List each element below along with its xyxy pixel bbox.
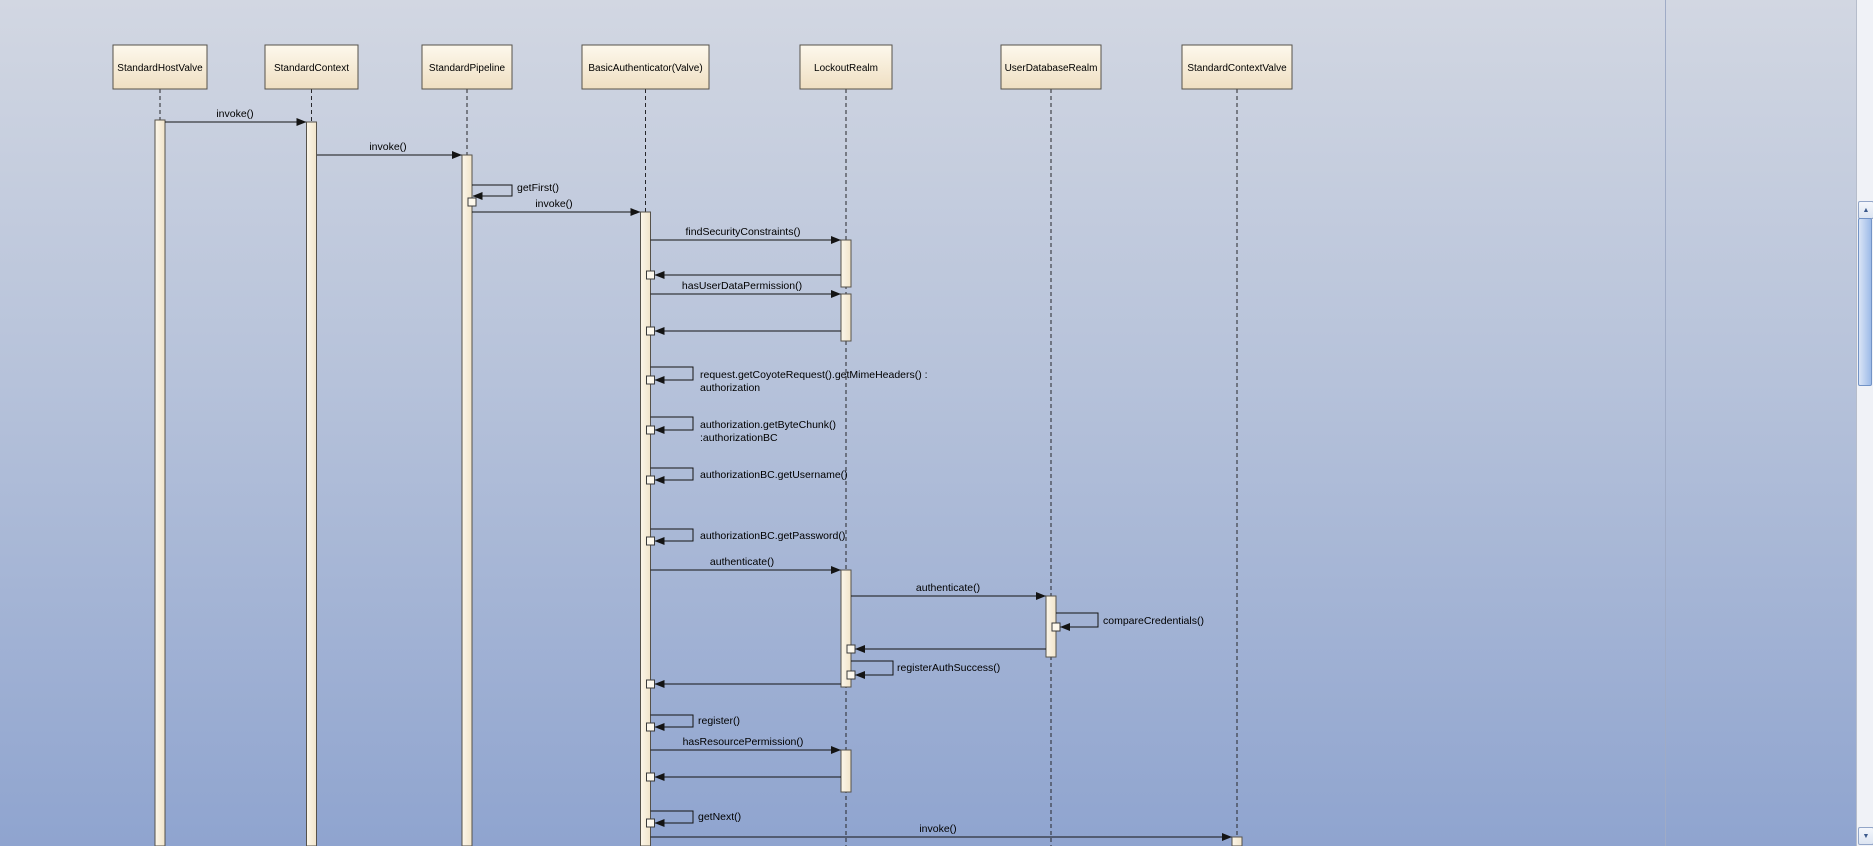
return-marker	[846, 644, 856, 654]
message-label: invoke()	[216, 108, 253, 120]
activation-bar	[840, 239, 852, 288]
self-message-arrow	[650, 366, 694, 384]
message-label: authenticate()	[916, 582, 980, 594]
return-marker	[646, 475, 655, 485]
message-label: authenticate()	[710, 556, 774, 568]
participant-standardhostvalve[interactable]	[112, 44, 208, 90]
participant-standardcontext[interactable]	[264, 44, 359, 90]
return-marker	[646, 772, 655, 782]
message-label: hasUserDataPermission()	[682, 280, 802, 292]
participant-name: StandardContext	[274, 63, 349, 74]
lifelines	[159, 89, 1238, 846]
activation-bar	[461, 154, 473, 846]
scroll-up-icon: ▲	[1862, 206, 1870, 214]
participant-standardcontextvalve[interactable]	[1181, 44, 1293, 90]
participant-name: LockoutRealm	[814, 63, 878, 74]
message-label: invoke()	[919, 823, 956, 835]
participant-standardpipeline[interactable]	[421, 44, 513, 90]
message-label: findSecurityConstraints()	[686, 226, 801, 238]
message-label: registerAuthSuccess()	[897, 662, 1000, 674]
vertical-scrollbar[interactable]: ▲ ▼	[1856, 0, 1873, 846]
return-markers	[467, 197, 1061, 828]
return-marker	[646, 722, 655, 732]
return-marker	[846, 670, 856, 680]
scroll-down-icon: ▼	[1862, 832, 1870, 840]
activation-bars	[154, 119, 1243, 846]
self-message-arrow	[1056, 612, 1099, 631]
message-label: invoke()	[369, 141, 406, 153]
message-label: request.getCoyoteRequest().getMimeHeader…	[700, 369, 928, 381]
message-label: invoke()	[535, 198, 572, 210]
message-label: authorization	[700, 382, 760, 394]
message-label: compareCredentials()	[1103, 615, 1204, 627]
scroll-up-button[interactable]: ▲	[1858, 201, 1873, 219]
activation-bar	[840, 293, 852, 342]
message-arrows	[165, 118, 1232, 841]
activation-bar	[840, 749, 852, 793]
message-label: getFirst()	[517, 182, 559, 194]
message-labels: invoke() invoke() getFirst() invoke() fi…	[216, 108, 1204, 835]
participant-name: StandardHostValve	[117, 63, 203, 74]
message-label: authorization.getByteChunk()	[700, 419, 836, 431]
participant-lockoutrealm[interactable]	[799, 44, 893, 90]
self-message-arrow	[650, 416, 694, 434]
activation-bar	[306, 121, 317, 846]
scroll-down-button[interactable]: ▼	[1858, 827, 1873, 845]
return-marker	[646, 270, 655, 280]
return-marker	[646, 818, 655, 828]
scroll-thumb[interactable]	[1858, 218, 1872, 386]
activation-bar	[1231, 836, 1243, 846]
message-label: :authorizationBC	[700, 432, 778, 444]
message-label: hasResourcePermission()	[683, 736, 804, 748]
message-label: getNext()	[698, 811, 741, 823]
activation-bar	[840, 569, 852, 688]
activation-bar	[640, 211, 651, 846]
message-label: authorizationBC.getUsername()	[700, 469, 848, 481]
self-message-arrow	[650, 714, 694, 731]
return-marker	[467, 197, 477, 207]
return-marker	[646, 375, 655, 385]
participant-basicauthenticator[interactable]	[581, 44, 710, 90]
participant-userdatabaserealm[interactable]	[1000, 44, 1102, 90]
return-marker	[1051, 622, 1061, 632]
message-label: authorizationBC.getPassword()	[700, 530, 845, 542]
self-message-arrow	[650, 810, 694, 827]
participant-name: BasicAuthenticator(Valve)	[588, 63, 702, 74]
participant-name: StandardPipeline	[429, 63, 506, 74]
message-label: register()	[698, 715, 740, 727]
return-marker	[646, 326, 655, 336]
return-marker	[646, 425, 655, 435]
participant-name: StandardContextValve	[1187, 63, 1287, 74]
return-marker	[646, 536, 655, 546]
self-message-arrow	[650, 528, 694, 545]
self-message-arrow	[851, 660, 894, 679]
return-marker	[646, 679, 655, 689]
participants: StandardHostValve StandardContext Standa…	[112, 44, 1293, 90]
self-message-arrow	[472, 184, 513, 200]
activation-bar	[154, 119, 166, 846]
participant-name: UserDatabaseRealm	[1005, 63, 1098, 74]
self-message-arrow	[650, 467, 694, 484]
